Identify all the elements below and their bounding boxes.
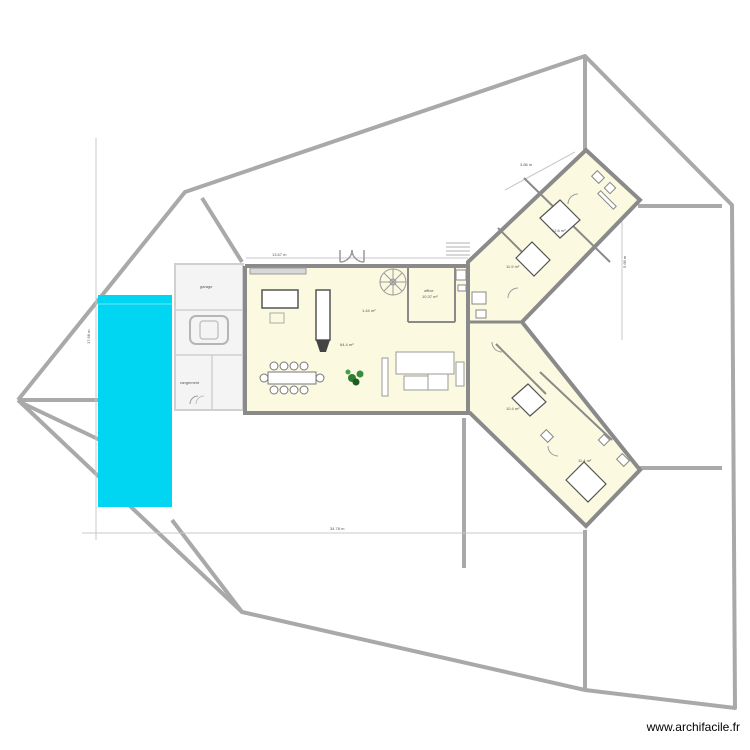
- office-area-label: 10.37 m²: [422, 294, 438, 299]
- kitchen: [249, 267, 331, 352]
- bedroom-wing-ne-floor: [470, 150, 640, 322]
- kitchen-island: [261, 289, 299, 309]
- dim-wing-top-label: 3.86 m: [520, 162, 533, 167]
- wing-doors: [189, 193, 579, 457]
- dim-width-label: 34.78 m: [330, 526, 345, 531]
- bed-ne-2: [515, 241, 551, 277]
- spiral-staircase: [379, 268, 407, 296]
- office-label: office: [424, 288, 434, 293]
- bathroom-ne: [590, 169, 617, 210]
- office-room: [455, 269, 467, 292]
- dim-wing-right-label: 5.68 m: [622, 255, 627, 268]
- main-living-floor: [245, 266, 468, 413]
- bathroom-se: [539, 428, 631, 468]
- garage-annex: [174, 263, 244, 411]
- plant-icon: [345, 369, 364, 386]
- dim-height-label: 17.68 m: [86, 329, 91, 344]
- kitchen-counter-long: [315, 289, 331, 341]
- garage-label: garage: [200, 284, 213, 289]
- kitchen-counter-top: [249, 267, 307, 275]
- hall-area-label: 1.44 m²: [362, 308, 376, 313]
- living-area-label: 64.4 m²: [340, 342, 354, 347]
- bathroom-junction: [471, 291, 487, 319]
- living-sofa: [381, 351, 465, 397]
- dining-table: [259, 361, 325, 395]
- plan-labels: 34.78 m 17.68 m 13.67 m 3.86 m 5.68 m of…: [86, 162, 627, 531]
- swimming-pool: [98, 295, 172, 507]
- bed4-area-label: 11.4 m²: [578, 458, 592, 463]
- dimension-lines: [82, 138, 623, 540]
- storage-label: rangement: [180, 380, 200, 385]
- bed1-area-label: 11.9 m²: [506, 264, 520, 269]
- car-icon: [189, 315, 229, 345]
- building-walls: [243, 147, 643, 529]
- dim-top-room-label: 13.67 m: [272, 252, 287, 257]
- watermark: www.archifacile.fr: [646, 720, 740, 734]
- top-doors: [339, 249, 365, 263]
- bed-ne-1: [539, 199, 581, 239]
- bed-se-2: [565, 461, 607, 503]
- entrance-steps: [446, 242, 470, 256]
- bed3-area-label: 10.4 m²: [506, 406, 520, 411]
- site-outline: [16, 54, 737, 710]
- bed2-area-label: 12.6 m²: [552, 228, 566, 233]
- bed-se-1: [511, 383, 547, 417]
